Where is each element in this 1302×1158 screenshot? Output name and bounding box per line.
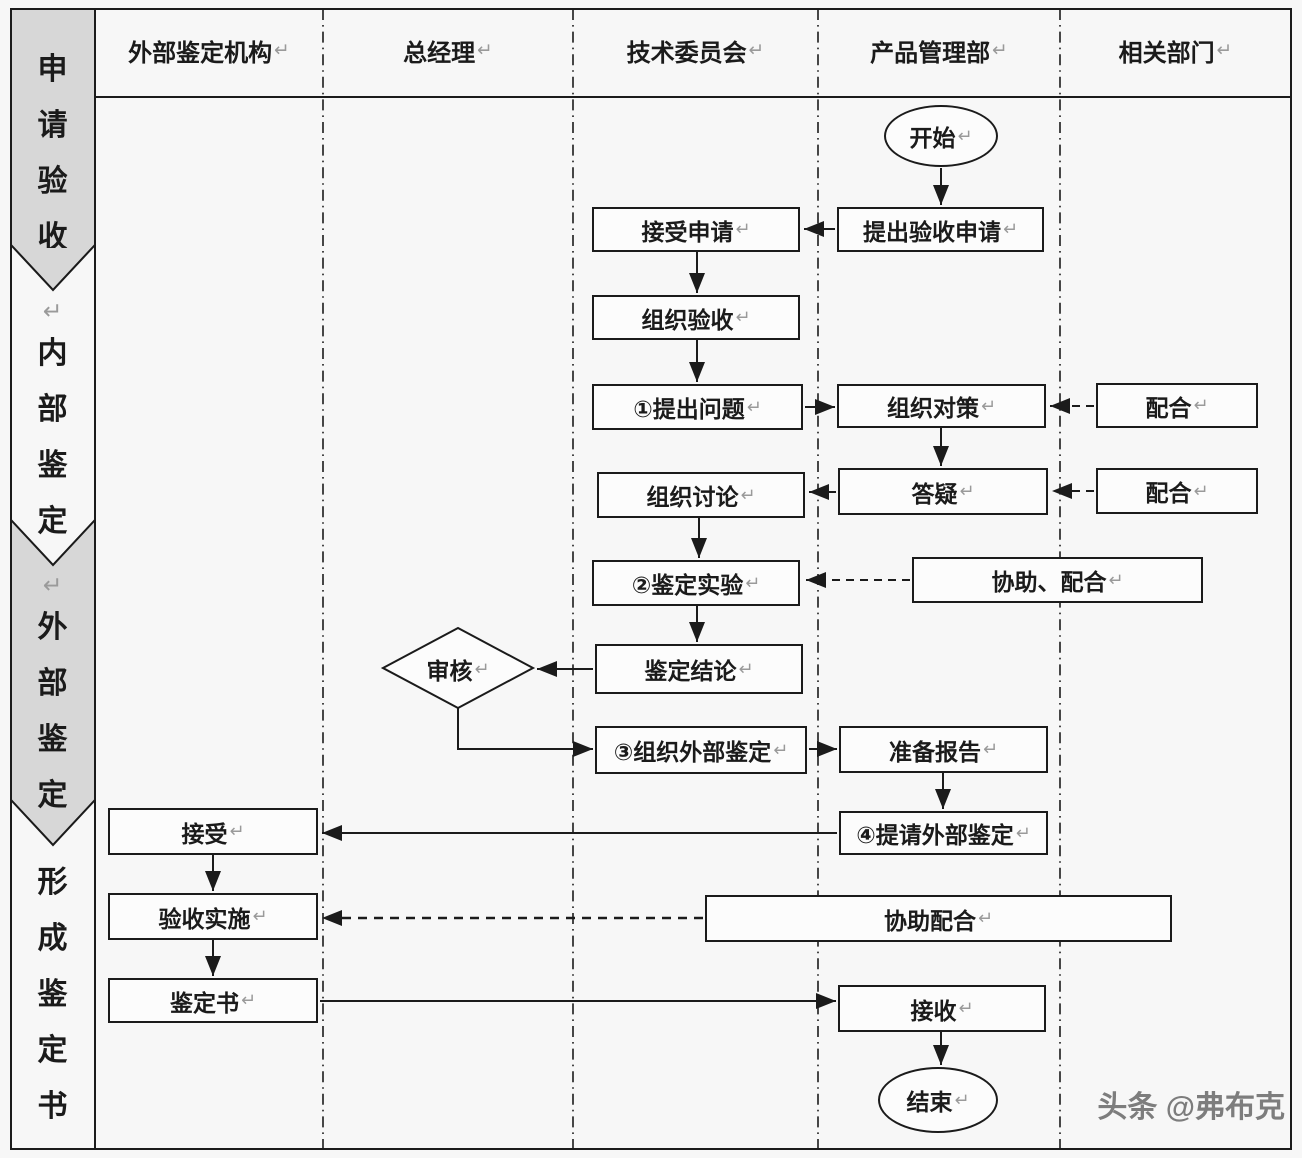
node-organize-discussion: 组织讨论↵ [597, 472, 805, 518]
return-mark-icon: ↵ [992, 39, 1008, 60]
return-mark-icon: ↵ [773, 739, 789, 760]
node-submit-request: 提出验收申请↵ [837, 207, 1044, 252]
return-mark-icon: ↵ [474, 658, 490, 679]
return-mark-icon: ↵ [42, 572, 63, 598]
phase-label-external-appraisal: ↵外部鉴定 [10, 570, 95, 830]
node-appraisal-experiment: ②鉴定实验↵ [592, 560, 800, 606]
return-mark-icon: ↵ [977, 908, 994, 928]
node-organize-external: ③组织外部鉴定↵ [595, 726, 807, 774]
node-appraisal-conclusion: 鉴定结论↵ [595, 644, 803, 694]
return-mark-icon: ↵ [748, 39, 765, 60]
node-organize-countermeasures: 组织对策↵ [837, 384, 1046, 428]
return-mark-icon: ↵ [229, 821, 245, 841]
return-mark-icon: ↵ [959, 481, 975, 501]
return-mark-icon: ↵ [1015, 822, 1031, 843]
node-answer-questions: 答疑↵ [838, 468, 1048, 515]
return-mark-icon: ↵ [980, 395, 997, 416]
phase-label-internal-appraisal: ↵内部鉴定 [10, 296, 95, 552]
node-acceptance-implementation: 验收实施↵ [108, 893, 318, 940]
return-mark-icon: ↵ [274, 39, 290, 60]
return-mark-icon: ↵ [740, 484, 756, 505]
return-mark-icon: ↵ [738, 658, 754, 679]
lane-header-technical-committee: 技术委员会↵ [626, 39, 765, 67]
return-mark-icon: ↵ [42, 298, 63, 324]
start-node: 开始↵ [884, 105, 998, 167]
return-mark-icon: ↵ [240, 990, 257, 1010]
node-organize-acceptance: 组织验收↵ [592, 295, 800, 340]
end-node: 结束↵ [878, 1067, 998, 1133]
lane-header-external-agency: 外部鉴定机构↵ [128, 39, 290, 67]
node-receive: 接收↵ [838, 985, 1046, 1032]
return-mark-icon: ↵ [1193, 395, 1209, 415]
node-prepare-report: 准备报告↵ [839, 726, 1048, 773]
node-accept: 接受↵ [108, 808, 318, 855]
return-mark-icon: ↵ [746, 396, 762, 417]
lane-header-related-departments: 相关部门↵ [1118, 39, 1233, 67]
node-cooperate-2: 配合↵ [1096, 468, 1258, 514]
return-mark-icon: ↵ [1002, 219, 1019, 239]
return-mark-icon: ↵ [477, 39, 493, 60]
lane-header-product-management: 产品管理部↵ [870, 39, 1008, 67]
node-raise-questions: ①提出问题↵ [592, 384, 803, 430]
return-mark-icon: ↵ [745, 572, 761, 593]
node-accept-request: 接受申请↵ [592, 207, 800, 252]
phase-chevron-4 [10, 797, 96, 1150]
return-mark-icon: ↵ [1193, 480, 1209, 501]
node-request-external: ④提请外部鉴定↵ [839, 811, 1048, 855]
node-review-label: 审核↵ [426, 658, 490, 684]
node-cooperate-1: 配合↵ [1096, 383, 1258, 428]
node-assist-cooperate: 协助、配合↵ [912, 557, 1203, 603]
return-mark-icon: ↵ [954, 1089, 970, 1110]
arrow-review-to-organize-external [457, 708, 593, 757]
node-appraisal-certificate: 鉴定书↵ [108, 978, 318, 1023]
return-mark-icon: ↵ [1108, 569, 1124, 590]
return-mark-icon: ↵ [982, 739, 999, 759]
review-diamond [380, 626, 536, 710]
return-mark-icon: ↵ [957, 125, 973, 146]
return-mark-icon: ↵ [252, 906, 268, 926]
return-mark-icon: ↵ [10, 1135, 95, 1139]
node-assist-cooperate-2: 协助配合↵ [705, 895, 1172, 942]
return-mark-icon: ↵ [735, 307, 751, 327]
lane-header-general-manager: 总经理↵ [403, 39, 493, 67]
watermark: 头条 @弗布克 [1097, 1091, 1285, 1124]
return-mark-icon: ↵ [958, 998, 974, 1018]
return-mark-icon: ↵ [735, 219, 751, 239]
return-mark-icon: ↵ [1216, 39, 1233, 60]
